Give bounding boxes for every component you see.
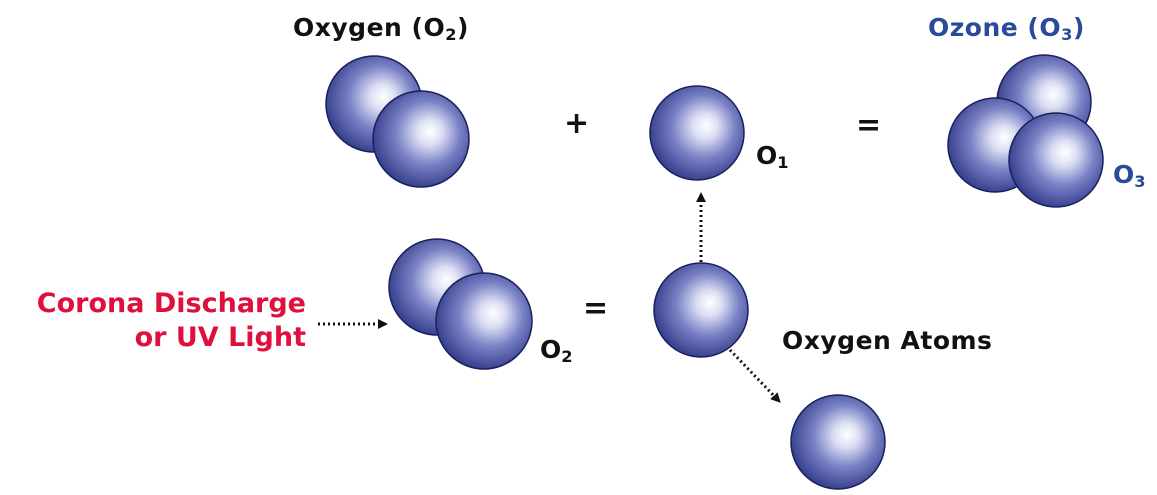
symbol-text: O (540, 335, 562, 364)
atom-down-arrow (728, 348, 781, 403)
symbol-subscript: 3 (1134, 172, 1146, 192)
title-close: ) (457, 13, 469, 42)
title-text: Oxygen (O (293, 13, 446, 42)
oxygen-o2-title: Oxygen (O2) (293, 13, 469, 44)
title-close: ) (1072, 13, 1085, 42)
atom-sphere (653, 262, 749, 358)
atom-sphere (649, 85, 745, 181)
oxygen-molecule-bottom (388, 238, 533, 370)
equals-sign-top: = (856, 108, 882, 143)
oxygen-molecule-top (325, 55, 470, 188)
title-subscript: 3 (1061, 25, 1073, 45)
o2-label: O2 (540, 335, 573, 366)
oxygen-atoms-label: Oxygen Atoms (782, 326, 993, 355)
title-text: Ozone (O (928, 13, 1062, 42)
atom-sphere (790, 394, 886, 490)
energy-source-label: Corona Discharge or UV Light (10, 287, 306, 355)
oxygen-atom-o1 (649, 85, 745, 181)
oxygen-atom-split-2 (790, 394, 886, 490)
oxygen-atom-split-1 (653, 262, 749, 358)
energy-source-line-1: Corona Discharge (36, 288, 306, 319)
symbol-text: O (1113, 160, 1135, 189)
title-subscript: 2 (445, 25, 458, 45)
ozone-molecule (947, 54, 1104, 208)
atom-sphere (372, 90, 470, 188)
ozone-o3-title: Ozone (O3) (928, 13, 1085, 44)
o3-label: O3 (1113, 160, 1146, 191)
energy-source-line-2: or UV Light (134, 322, 306, 353)
symbol-subscript: 1 (777, 153, 789, 173)
atom-sphere (1008, 112, 1104, 208)
symbol-subscript: 2 (561, 347, 573, 367)
o1-label: O1 (756, 141, 789, 172)
plus-sign: + (564, 106, 590, 141)
symbol-text: O (756, 141, 778, 170)
equals-sign-bottom: = (583, 291, 609, 326)
atom-sphere (435, 272, 533, 370)
